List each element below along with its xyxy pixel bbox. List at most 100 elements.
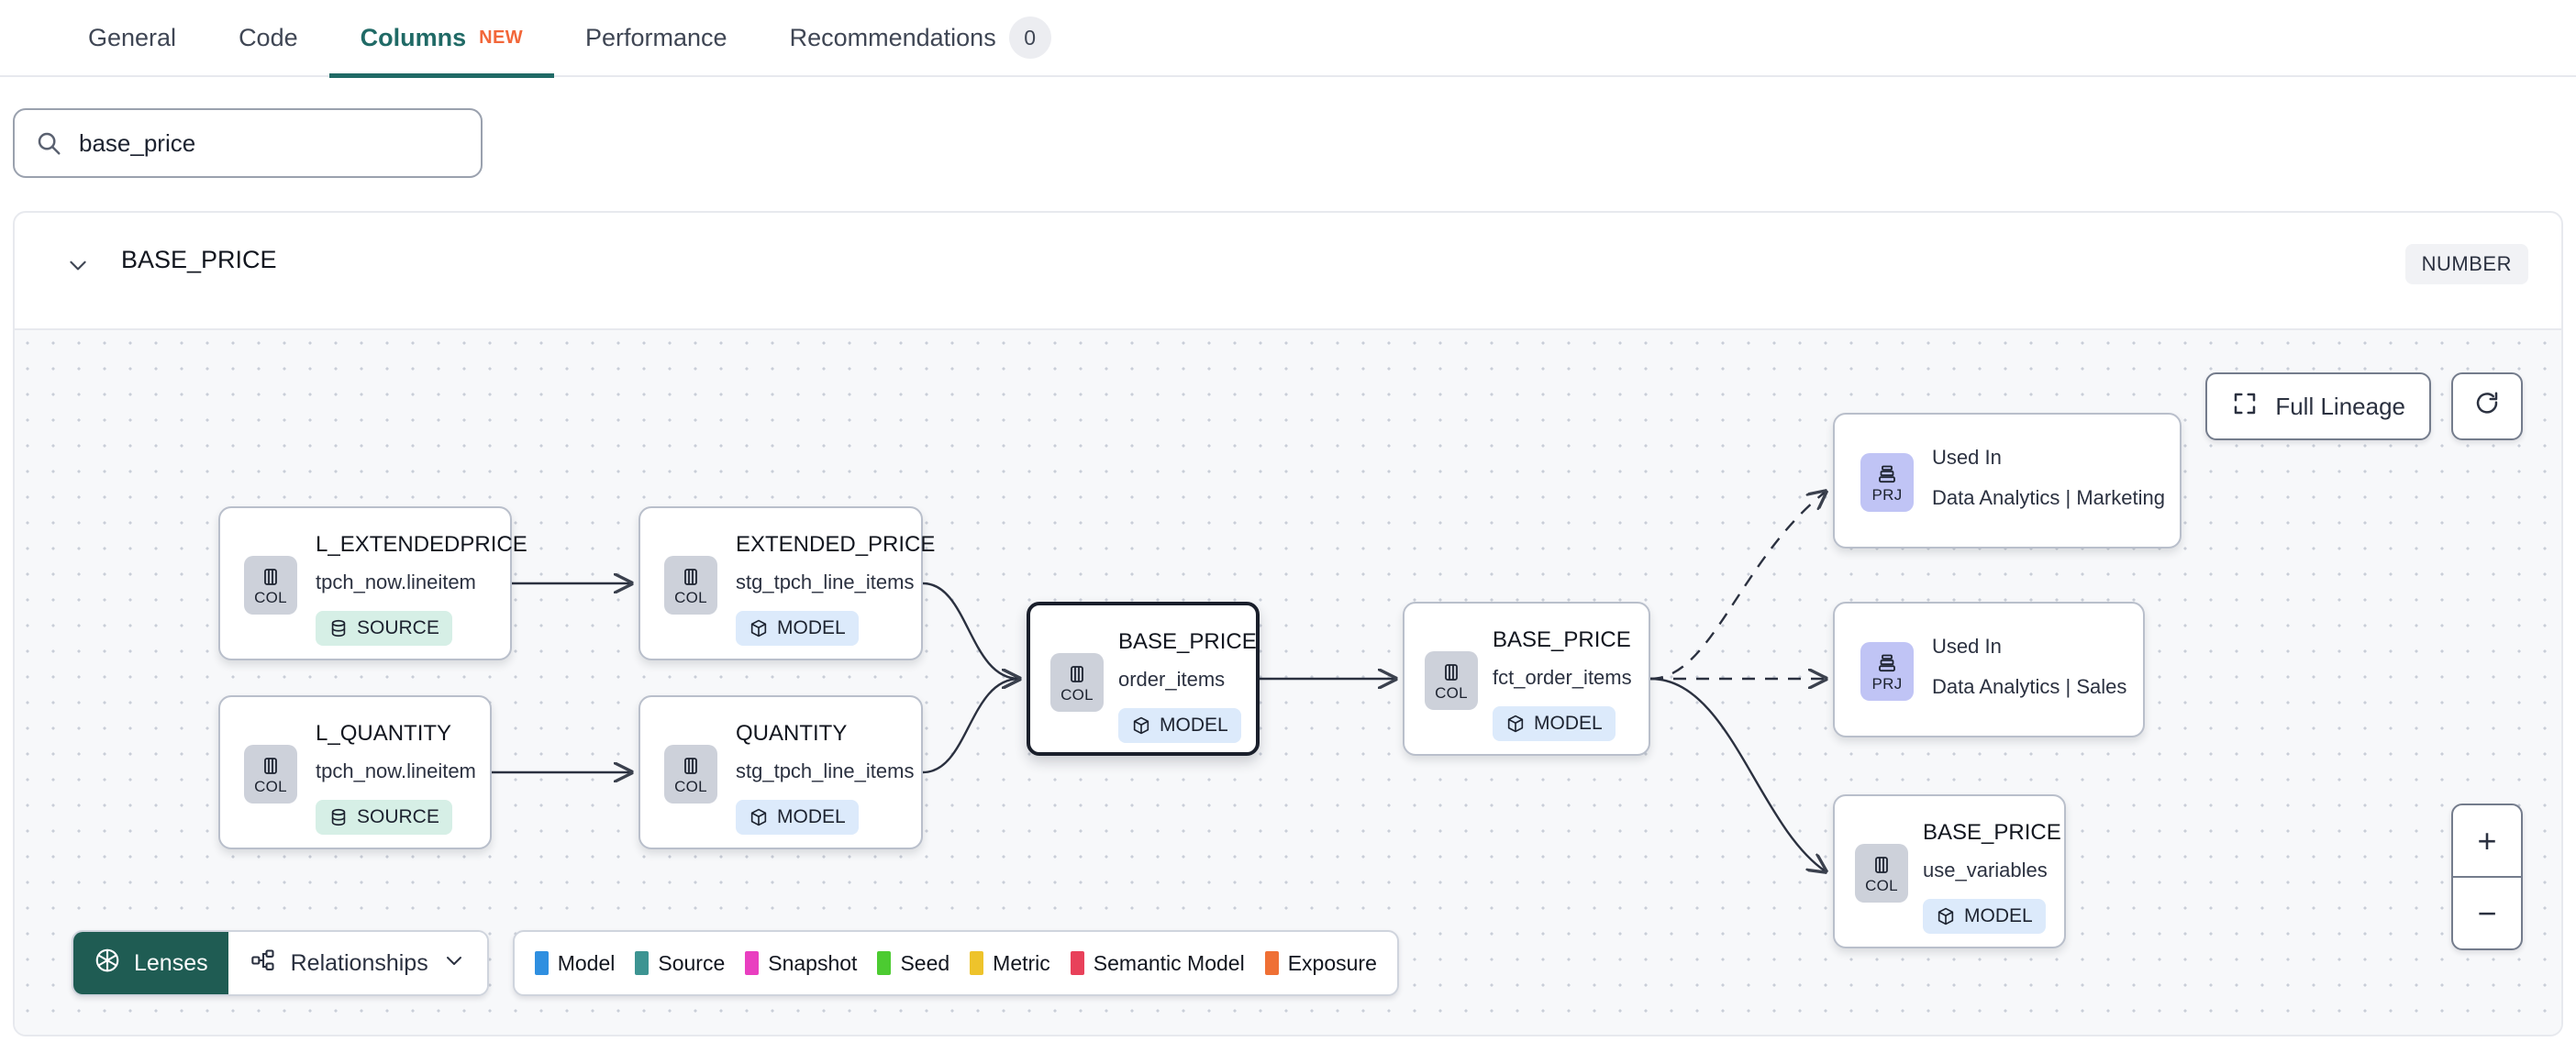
zoom-in-button[interactable]: + [2453, 805, 2521, 878]
col-badge: COL [244, 745, 297, 804]
refresh-button[interactable] [2451, 372, 2523, 440]
legend-swatch [1264, 951, 1279, 975]
lineage-node[interactable]: COL L_QUANTITY tpch_now.lineitem SOURCE [218, 695, 492, 849]
legend-label: Semantic Model [1093, 950, 1245, 975]
node-subtitle: use_variables [1923, 859, 2048, 881]
tab-performance[interactable]: Performance [554, 0, 759, 76]
node-usedin-label: Used In [1932, 635, 2002, 658]
lineage-node-project[interactable]: PRJ Used In Data Analytics | Sales [1833, 602, 2145, 737]
relationships-dropdown[interactable]: Relationships [228, 932, 487, 994]
expand-icon [2231, 390, 2259, 424]
refresh-icon [2473, 390, 2501, 424]
legend-swatch [970, 951, 984, 975]
tab-recommendations[interactable]: Recommendations 0 [759, 0, 1083, 76]
tab-general[interactable]: General [57, 0, 207, 76]
search-input[interactable] [79, 128, 461, 158]
col-badge-label: COL [1060, 685, 1094, 704]
tab-label: Performance [585, 23, 727, 51]
tab-label: Recommendations [789, 23, 996, 51]
legend-label: Exposure [1287, 950, 1377, 975]
database-icon [331, 619, 346, 637]
node-subtitle: stg_tpch_line_items [736, 571, 915, 593]
lenses-button[interactable]: Lenses [73, 932, 228, 994]
col-badge: COL [664, 745, 717, 804]
legend-swatch [635, 951, 650, 975]
tab-code[interactable]: Code [207, 0, 329, 76]
node-subtitle: tpch_now.lineitem [316, 759, 476, 782]
column-detail-card: BASE_PRICE NUMBER since extended_price i… [13, 211, 2563, 1036]
column-icon [264, 757, 277, 774]
node-subtitle: tpch_now.lineitem [316, 571, 476, 593]
lineage-node-selected[interactable]: COL BASE_PRICE order_items MODEL [1027, 602, 1260, 756]
node-title: L_EXTENDEDPRICE [316, 532, 527, 557]
column-icon [684, 568, 697, 585]
tab-label: Code [239, 23, 298, 51]
prj-badge: PRJ [1860, 453, 1914, 512]
lineage-node[interactable]: COL QUANTITY stg_tpch_line_items MODEL [638, 695, 923, 849]
network-icon [250, 948, 276, 980]
node-subtitle: fct_order_items [1493, 666, 1632, 689]
node-project-name: Data Analytics | Sales [1932, 675, 2127, 698]
node-title: EXTENDED_PRICE [736, 532, 936, 557]
legend-label: Source [658, 950, 726, 975]
col-badge-label: COL [674, 777, 707, 795]
col-badge-label: COL [1435, 683, 1468, 702]
legend-item: Semantic Model [1070, 950, 1245, 976]
pill-label: MODEL [1534, 713, 1603, 734]
full-lineage-button[interactable]: Full Lineage [2205, 372, 2431, 440]
col-badge-label: COL [254, 777, 287, 795]
zoom-out-button[interactable]: − [2477, 893, 2497, 932]
pill-label: MODEL [1160, 715, 1228, 736]
column-icon [684, 757, 697, 774]
col-badge: COL [1050, 653, 1104, 712]
legend-swatch [1070, 951, 1084, 975]
legend-item: Snapshot [745, 951, 857, 976]
lineage-node[interactable]: COL EXTENDED_PRICE stg_tpch_line_items M… [638, 506, 935, 660]
lineage-node[interactable]: COL BASE_PRICE use_variables MODEL [1833, 794, 2066, 948]
lineage-node[interactable]: COL L_EXTENDEDPRICE tpch_now.lineitem SO… [218, 506, 527, 660]
tab-label: Columns [360, 23, 467, 51]
legend-label: Snapshot [768, 950, 858, 975]
column-icon [1875, 856, 1888, 873]
node-type-pill: SOURCE [316, 611, 452, 646]
lineage-toolbar: Lenses Relationships [72, 930, 1399, 996]
node-title: BASE_PRICE [1118, 629, 1257, 654]
column-header: BASE_PRICE NUMBER [15, 213, 2561, 325]
column-type-badge: NUMBER [2404, 244, 2528, 284]
prj-badge: PRJ [1860, 642, 1914, 701]
database-icon [331, 808, 346, 826]
chevron-down-icon[interactable] [66, 253, 90, 277]
pill-label: MODEL [777, 806, 846, 827]
tab-columns[interactable]: Columns NEW [328, 0, 555, 78]
tab-count-badge: 0 [1008, 17, 1051, 59]
cube-icon [1133, 716, 1149, 735]
lineage-canvas[interactable]: COL L_EXTENDEDPRICE tpch_now.lineitem SO… [15, 328, 2561, 1035]
pill-label: MODEL [1964, 905, 2033, 926]
tab-bar: General Code Columns NEW Performance Rec… [0, 0, 2576, 78]
node-title: BASE_PRICE [1493, 627, 1631, 652]
legend-item: Metric [970, 951, 1050, 976]
col-badge-label: COL [254, 588, 287, 606]
lineage-node-project[interactable]: PRJ Used In Data Analytics | Marketing [1833, 413, 2182, 549]
col-badge: COL [244, 556, 297, 615]
legend-swatch [534, 951, 549, 975]
legend-item: Exposure [1264, 950, 1377, 976]
relationships-label: Relationships [290, 949, 428, 976]
node-subtitle: order_items [1118, 668, 1226, 691]
legend-swatch [745, 951, 760, 975]
project-icon [1879, 654, 1895, 671]
pill-label: SOURCE [357, 617, 439, 638]
search-box[interactable] [13, 108, 483, 178]
project-icon [1879, 465, 1895, 482]
cube-icon [1938, 907, 1954, 926]
search-icon [35, 129, 62, 157]
chevron-down-icon [443, 949, 465, 978]
lineage-node[interactable]: COL BASE_PRICE fct_order_items MODEL [1403, 602, 1650, 756]
cube-icon [750, 808, 767, 826]
legend-label: Model [557, 950, 616, 975]
node-type-pill: MODEL [1118, 708, 1241, 743]
col-badge: COL [1425, 651, 1478, 710]
pill-label: MODEL [777, 617, 846, 638]
legend-label: Seed [900, 950, 950, 975]
legend-label: Metric [993, 950, 1050, 975]
